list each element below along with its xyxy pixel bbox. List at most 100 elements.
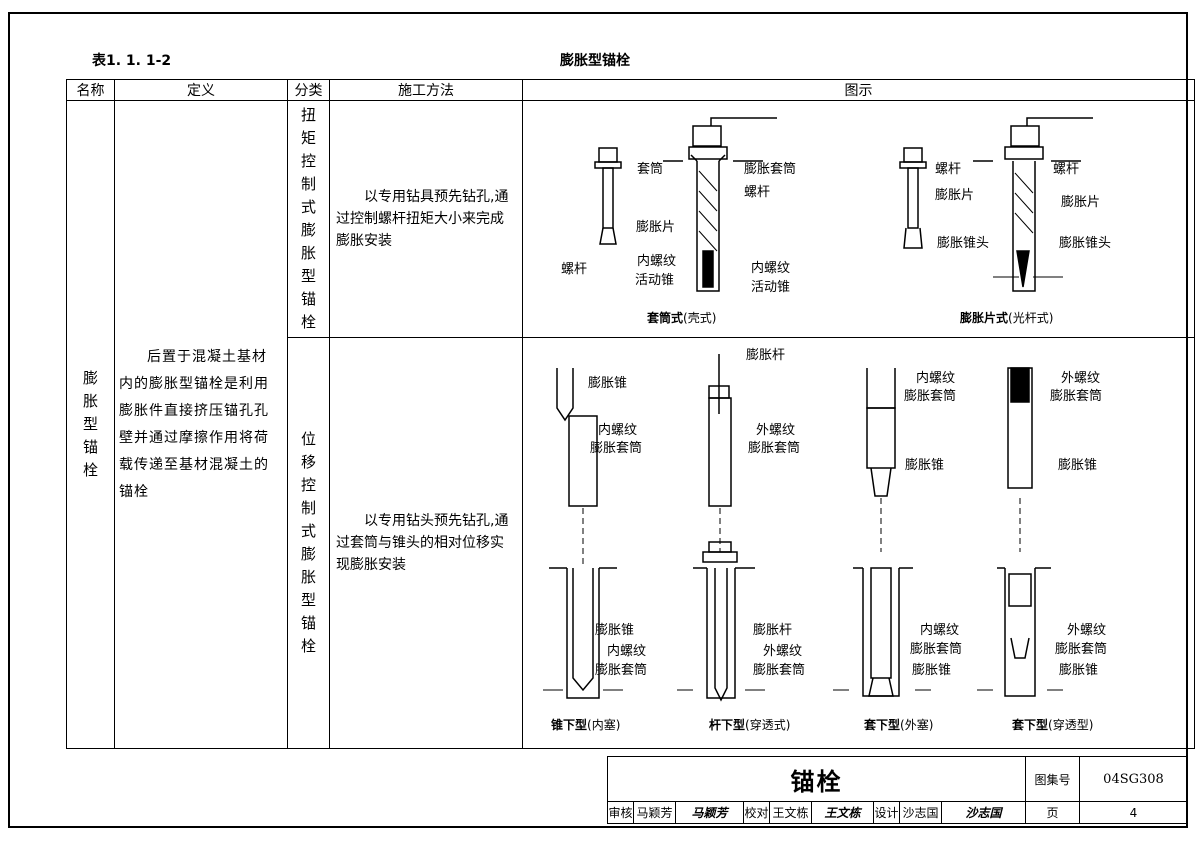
category-char: 移	[300, 453, 316, 471]
label-e-inner: 内螺纹	[916, 371, 956, 386]
label-b-bolt-1: 螺杆	[935, 162, 962, 177]
page-label: 页	[1025, 801, 1080, 824]
category-displacement-cell: 位移控制式膨胀型锚栓	[287, 337, 330, 749]
method-displacement-cell: 以专用钻头预先钻孔,通过套筒与锥头的相对位移实现膨胀安装	[329, 337, 523, 749]
label-b-bolt-2: 螺杆	[1053, 162, 1080, 177]
table-number: 表1. 1. 1-2	[92, 53, 172, 69]
method-displacement: 以专用钻头预先钻孔,通过套筒与锥头的相对位移实现膨胀安装	[336, 513, 509, 573]
label-c-inner: 内螺纹	[598, 423, 638, 438]
header-method: 施工方法	[329, 79, 523, 101]
caption-cone-down: 锥下型(内塞)	[551, 718, 621, 732]
category-char: 扭	[300, 106, 316, 124]
definition-cell: 后置于混凝土基材内的膨胀型锚栓是利用膨胀件直接挤压锚孔孔壁并通过摩擦作用将荷载传…	[114, 100, 288, 749]
label-e-cone-2: 膨胀锥	[912, 663, 952, 678]
category-char: 型	[300, 267, 316, 285]
category-char: 膨	[300, 221, 316, 239]
checker-name: 王文栋	[769, 801, 812, 824]
figure-displacement-cell: 膨胀锥 内螺纹 膨胀套筒 膨胀锥 内螺纹 膨胀套筒 膨胀杆 外螺纹 膨胀套筒 膨…	[522, 337, 1195, 749]
label-exp-sleeve: 膨胀套筒	[744, 162, 797, 177]
definition-text: 后置于混凝土基材内的膨胀型锚栓是利用膨胀件直接挤压锚孔孔壁并通过摩擦作用将荷载传…	[119, 348, 269, 500]
header-name: 名称	[66, 79, 115, 101]
label-d-outer-2: 外螺纹	[763, 644, 803, 659]
atlas-label: 图集号	[1025, 756, 1080, 802]
method-torque: 以专用钻具预先钻孔,通过控制螺杆扭矩大小来完成膨胀安装	[336, 189, 509, 249]
figure-torque: 套筒 膨胀套筒 螺杆 膨胀片 螺杆 内螺纹 活动锥 内螺纹 活动锥 螺杆 螺杆 …	[523, 101, 1194, 337]
caption-sleeve-type: 套筒式(壳式)	[647, 311, 717, 325]
category-char: 式	[300, 198, 316, 216]
name-char: 膨	[82, 369, 98, 387]
category-char: 控	[300, 152, 316, 170]
category-char: 胀	[300, 568, 316, 586]
label-d-rod-2: 膨胀杆	[753, 623, 793, 638]
row-displacement: 位移控制式膨胀型锚栓 以专用钻头预先钻孔,通过套筒与锥头的相对位移实现膨胀安装	[67, 337, 1195, 749]
check-label: 校对	[743, 801, 770, 824]
label-exp-piece: 膨胀片	[636, 220, 676, 235]
label-e-inner-2: 内螺纹	[920, 623, 960, 638]
figure-torque-cell: 套筒 膨胀套筒 螺杆 膨胀片 螺杆 内螺纹 活动锥 内螺纹 活动锥 螺杆 螺杆 …	[522, 100, 1195, 338]
label-d-outer: 外螺纹	[756, 423, 796, 438]
review-label: 审核	[607, 801, 634, 824]
category-char: 制	[300, 499, 316, 517]
label-b-exp-piece-1: 膨胀片	[935, 188, 975, 203]
table-title: 膨胀型锚栓	[560, 53, 630, 69]
label-f-sleeve: 膨胀套筒	[1050, 389, 1103, 404]
label-b-exp-piece-2: 膨胀片	[1061, 195, 1101, 210]
label-c-sleeve-2: 膨胀套筒	[595, 663, 648, 678]
category-char: 式	[300, 522, 316, 540]
label-inner-thread: 内螺纹	[637, 254, 677, 269]
label-bolt-left: 螺杆	[561, 262, 588, 277]
label-c-sleeve: 膨胀套筒	[590, 441, 643, 456]
atlas-number: 04SG308	[1079, 756, 1188, 802]
designer-signature: 沙志国	[941, 801, 1026, 824]
category-char: 胀	[300, 244, 316, 262]
category-char: 膨	[300, 545, 316, 563]
category-char: 锚	[300, 614, 316, 632]
label-e-cone: 膨胀锥	[905, 458, 945, 473]
category-char: 型	[300, 591, 316, 609]
name-char: 栓	[82, 461, 98, 479]
method-torque-cell: 以专用钻具预先钻孔,通过控制螺杆扭矩大小来完成膨胀安装	[329, 100, 523, 338]
page-number: 4	[1079, 801, 1188, 824]
label-d-rod: 膨胀杆	[746, 348, 786, 363]
category-char: 栓	[300, 637, 316, 655]
label-d-sleeve: 膨胀套筒	[748, 441, 801, 456]
title-block: 锚栓 图集号 04SG308 审核 马颖芳 马颖芳 校对 王文栋 王文栋 设计 …	[607, 756, 1188, 824]
label-e-sleeve: 膨胀套筒	[904, 389, 957, 404]
name-value: 膨胀型锚栓	[67, 367, 114, 482]
label-e-sleeve-2: 膨胀套筒	[910, 642, 963, 657]
label-moving-cone-2: 活动锥	[751, 280, 791, 295]
label-b-head-2: 膨胀锥头	[1059, 236, 1112, 251]
category-char: 位	[300, 430, 316, 448]
name-char: 胀	[82, 392, 98, 410]
row-torque: 膨胀型锚栓 后置于混凝土基材内的膨胀型锚栓是利用膨胀件直接挤压锚孔孔壁并通过摩擦…	[66, 100, 1195, 749]
torque-anchor-drawings	[594, 117, 1093, 292]
header-category: 分类	[287, 79, 330, 101]
name-char: 型	[82, 415, 98, 433]
category-char: 栓	[300, 313, 316, 331]
name-cell: 膨胀型锚栓	[66, 100, 115, 749]
anchor-table: 名称 定义 分类 施工方法 图示 膨胀型锚栓 后置于混凝土基材内的膨胀型锚栓是利…	[66, 79, 1195, 749]
reviewer-name: 马颖芳	[633, 801, 676, 824]
label-c-cone: 膨胀锥	[588, 376, 628, 391]
label-c-cone-2: 膨胀锥	[595, 623, 635, 638]
checker-signature: 王文栋	[811, 801, 874, 824]
displacement-anchor-drawings	[543, 354, 1063, 702]
designer-name: 沙志国	[899, 801, 942, 824]
caption-piece-type: 膨胀片式(光杆式)	[960, 311, 1054, 325]
caption-sleeve-down-outer: 套下型(外塞)	[864, 718, 934, 732]
category-char: 锚	[300, 290, 316, 308]
label-f-sleeve-2: 膨胀套筒	[1055, 642, 1108, 657]
category-torque-cell: 扭矩控制式膨胀型锚栓	[287, 100, 330, 338]
reviewer-signature: 马颖芳	[675, 801, 744, 824]
figure-displacement: 膨胀锥 内螺纹 膨胀套筒 膨胀锥 内螺纹 膨胀套筒 膨胀杆 外螺纹 膨胀套筒 膨…	[523, 338, 1194, 748]
caption-sleeve-down-through: 套下型(穿透型)	[1012, 718, 1094, 732]
label-c-inner-2: 内螺纹	[607, 644, 647, 659]
category-char: 矩	[300, 129, 316, 147]
label-f-outer-2: 外螺纹	[1067, 623, 1107, 638]
label-b-head-1: 膨胀锥头	[937, 236, 990, 251]
design-label: 设计	[873, 801, 900, 824]
label-sleeve: 套筒	[637, 162, 664, 177]
name-char: 锚	[82, 438, 98, 456]
label-f-cone-2: 膨胀锥	[1059, 663, 1099, 678]
caption-rod-down: 杆下型(穿透式)	[709, 718, 791, 732]
